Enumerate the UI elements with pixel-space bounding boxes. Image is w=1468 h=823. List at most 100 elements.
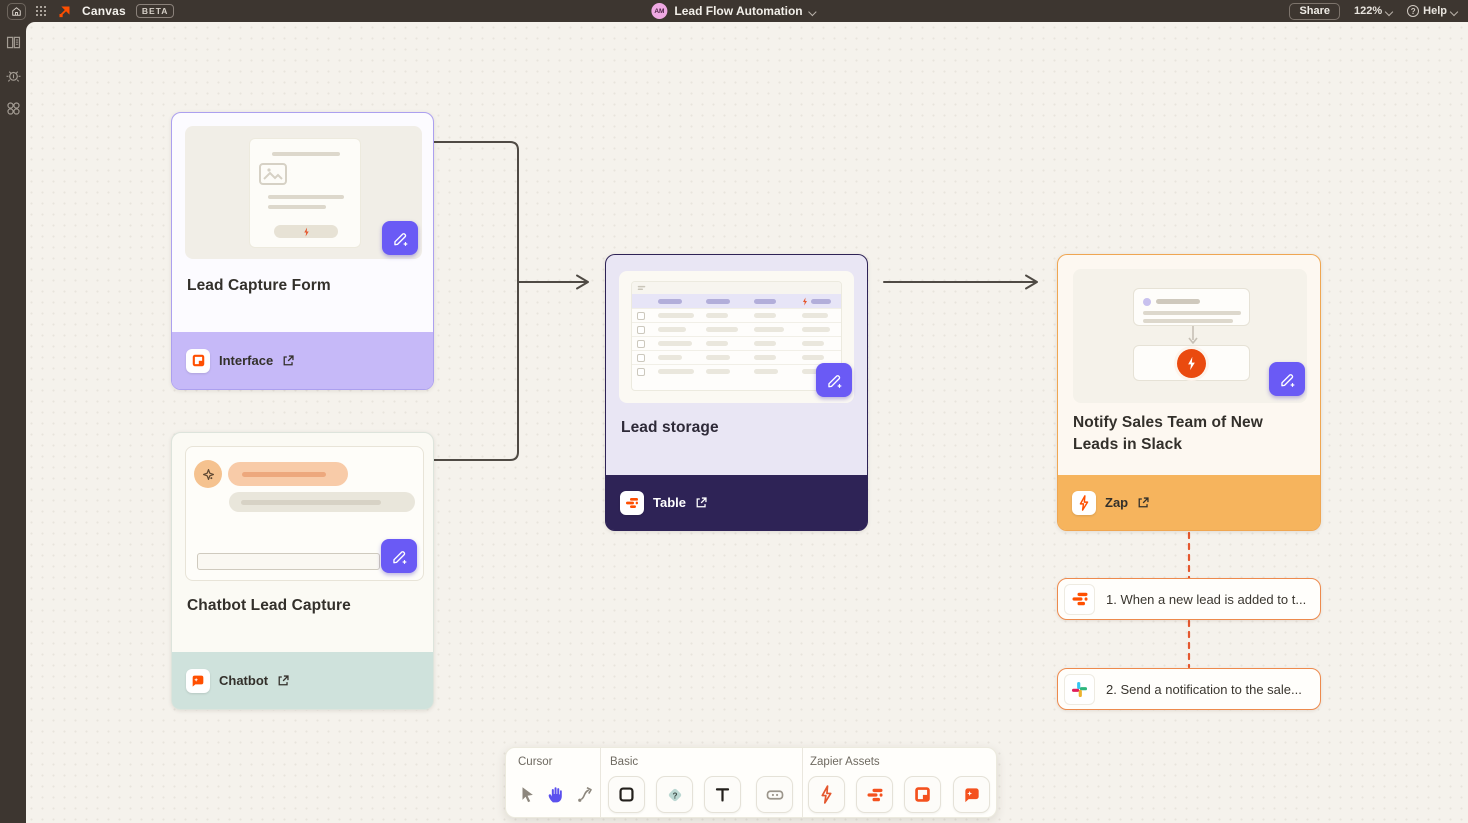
slack-icon xyxy=(1071,681,1088,697)
node-title: Chatbot Lead Capture xyxy=(187,597,351,614)
asset-type-label: Chatbot xyxy=(219,673,269,688)
node-lead-storage[interactable]: Lead storage Table xyxy=(605,254,868,531)
question-diamond-icon: ? xyxy=(668,788,681,801)
shapes-icon[interactable] xyxy=(5,100,22,117)
chevron-down-icon xyxy=(1451,8,1458,15)
share-button[interactable]: Share xyxy=(1289,2,1341,20)
document-title: Lead Flow Automation xyxy=(674,4,803,18)
toolbar-section-label: Zapier Assets xyxy=(810,756,880,768)
zapier-tables-icon xyxy=(626,497,638,508)
interface-icon xyxy=(192,354,204,367)
node-chatbot-lead-capture[interactable]: Chatbot Lead Capture Chatbot xyxy=(171,432,434,710)
chatbot-icon xyxy=(192,675,204,687)
bolt-icon xyxy=(1188,356,1195,370)
home-button[interactable] xyxy=(7,2,26,20)
zap-bolt-icon xyxy=(1079,494,1089,511)
canvas-workspace[interactable]: Lead Capture Form Interface xyxy=(26,22,1468,823)
hand-icon xyxy=(548,786,562,802)
help-label: Help xyxy=(1423,5,1447,17)
help-menu[interactable]: ? Help xyxy=(1407,5,1458,17)
prompt-tool[interactable]: ? xyxy=(656,776,693,813)
zoom-level-value: 122% xyxy=(1354,5,1383,17)
svg-text:?: ? xyxy=(672,791,677,800)
asset-type-label: Table xyxy=(653,495,686,510)
pencil-plus-icon xyxy=(392,550,406,564)
pencil-plus-icon xyxy=(393,232,407,246)
edit-chatbot-button[interactable] xyxy=(381,539,417,573)
cursor-arrow-icon xyxy=(522,787,533,803)
connector-tool[interactable] xyxy=(572,781,598,807)
edit-zap-button[interactable] xyxy=(1269,362,1305,396)
node-notify-sales-slack[interactable]: Notify Sales Team of New Leads in Slack … xyxy=(1057,254,1321,531)
external-link-icon xyxy=(283,355,294,366)
square-icon xyxy=(619,787,634,802)
zap-preview xyxy=(1073,269,1307,403)
app-title: Canvas xyxy=(82,4,126,18)
node-title: Lead storage xyxy=(621,419,719,436)
home-icon xyxy=(12,6,21,16)
interface-icon xyxy=(915,787,930,802)
node-title: Notify Sales Team of New Leads in Slack xyxy=(1073,414,1263,453)
zap-step-2[interactable]: 2. Send a notification to the sale... xyxy=(1057,668,1321,710)
app-grid-icon[interactable] xyxy=(36,5,47,17)
mini-table-icon xyxy=(637,285,646,290)
interface-footer-link[interactable]: Interface xyxy=(172,332,433,389)
text-tool[interactable] xyxy=(704,776,741,813)
interface-asset-tool[interactable] xyxy=(904,776,941,813)
external-link-icon xyxy=(278,675,289,686)
zap-bolt-icon xyxy=(821,785,832,804)
image-placeholder-icon xyxy=(259,163,287,185)
zap-step-label: 1. When a new lead is added to t... xyxy=(1106,591,1307,607)
edit-interface-button[interactable] xyxy=(382,221,418,255)
zoom-level-control[interactable]: 122% xyxy=(1354,5,1393,17)
chevron-down-icon xyxy=(810,8,817,15)
arrow-down-icon xyxy=(1188,326,1198,344)
button-icon xyxy=(766,789,783,800)
beta-badge: BETA xyxy=(135,4,175,18)
avatar: AM xyxy=(651,3,668,19)
connector-arrow-icon xyxy=(577,786,592,802)
asset-type-label: Zap xyxy=(1105,495,1129,510)
sparkle-icon xyxy=(202,468,214,480)
shape-tool[interactable] xyxy=(608,776,645,813)
zapier-logo-icon xyxy=(59,6,70,17)
toolbar-section-label: Basic xyxy=(610,756,639,768)
chat-input-placeholder xyxy=(197,553,380,570)
chatbot-footer-link[interactable]: Chatbot xyxy=(172,652,433,709)
bolt-icon xyxy=(803,297,807,305)
interface-preview xyxy=(185,126,422,259)
text-icon xyxy=(715,788,730,802)
chatbot-icon xyxy=(964,787,979,802)
edit-table-button[interactable] xyxy=(816,363,852,397)
external-link-icon xyxy=(696,497,707,508)
canvas-toolbar: Cursor Basic Zapier Assets xyxy=(505,747,997,818)
zapier-tables-icon xyxy=(867,788,882,801)
zap-footer-link[interactable]: Zap xyxy=(1058,475,1320,530)
document-title-menu[interactable]: AM Lead Flow Automation xyxy=(651,0,816,22)
zap-step-1[interactable]: 1. When a new lead is added to t... xyxy=(1057,578,1321,620)
zap-asset-tool[interactable] xyxy=(808,776,845,813)
bolt-icon xyxy=(303,227,309,236)
button-tool[interactable] xyxy=(756,776,793,813)
table-asset-tool[interactable] xyxy=(856,776,893,813)
external-link-icon xyxy=(1138,497,1149,508)
node-title: Lead Capture Form xyxy=(187,277,331,294)
chevron-down-icon xyxy=(1386,8,1393,15)
left-sidebar xyxy=(0,22,26,823)
help-icon: ? xyxy=(1407,5,1420,17)
hand-pan-tool[interactable] xyxy=(542,781,568,807)
select-cursor-tool[interactable] xyxy=(514,781,540,807)
table-preview xyxy=(619,271,854,403)
zapier-tables-icon xyxy=(1072,592,1087,606)
bug-icon[interactable] xyxy=(5,67,22,84)
table-footer-link[interactable]: Table xyxy=(606,475,867,530)
toolbar-section-label: Cursor xyxy=(518,756,553,768)
chatbot-asset-tool[interactable] xyxy=(953,776,990,813)
node-lead-capture-form[interactable]: Lead Capture Form Interface xyxy=(171,112,434,390)
pencil-plus-icon xyxy=(827,374,841,388)
pencil-plus-icon xyxy=(1280,373,1294,387)
asset-type-label: Interface xyxy=(219,353,274,368)
zap-step-label: 2. Send a notification to the sale... xyxy=(1106,681,1302,697)
open-book-icon[interactable] xyxy=(5,34,22,51)
